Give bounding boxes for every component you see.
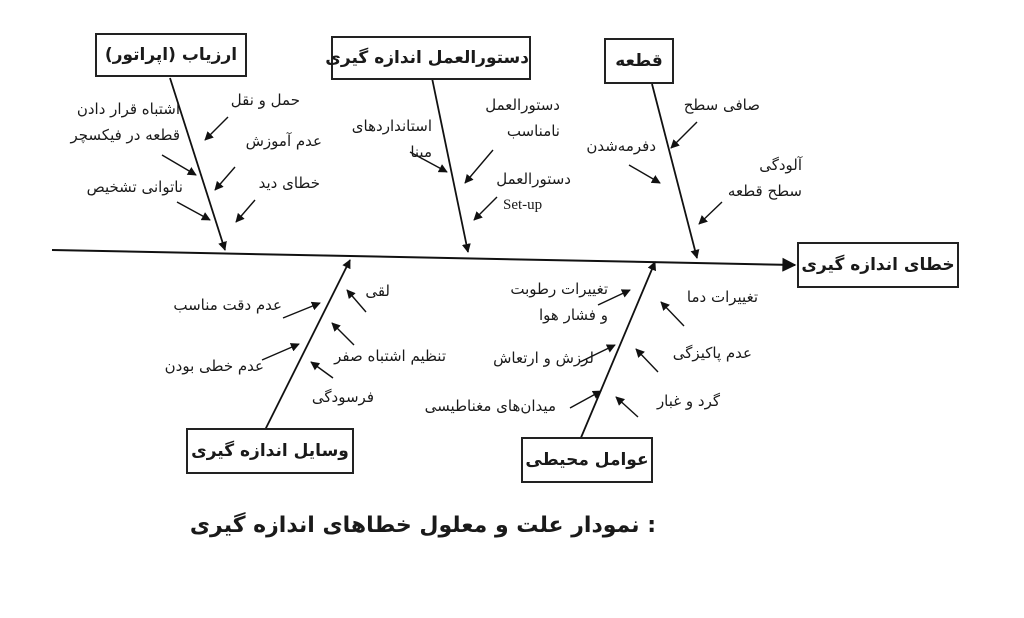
arrow-nonlinearity bbox=[261, 343, 300, 361]
bone-operator bbox=[169, 77, 227, 251]
cause-bad-procedure: دستورالعمل نامناسب bbox=[485, 96, 560, 140]
arrow-fixture bbox=[161, 154, 197, 176]
arrow-magnetic bbox=[569, 390, 602, 409]
arrow-surface bbox=[670, 121, 698, 149]
arrow-wear bbox=[310, 361, 334, 379]
cause-vibration: لرزش و ارتعاش bbox=[493, 349, 594, 367]
arrow-bad-procedure bbox=[464, 149, 494, 184]
bone-part bbox=[651, 83, 700, 259]
category-operator: ارزیاب (اپراتور) bbox=[95, 33, 247, 77]
cause-magnetic: میدان‌های مغناطیسی bbox=[424, 397, 556, 415]
diagram-caption: : نمودار علت و معلول خطاهای اندازه گیری bbox=[189, 513, 656, 538]
cause-play: لقی bbox=[365, 282, 390, 300]
cause-delamination: دفرمه‌شدن bbox=[586, 137, 656, 155]
arrow-handling bbox=[204, 116, 229, 141]
cause-setup-latin: Set-up bbox=[503, 197, 543, 213]
bone-procedure bbox=[431, 77, 471, 253]
cause-nonlinearity: عدم خطی بودن bbox=[164, 357, 264, 375]
cause-no-training: عدم آموزش bbox=[245, 132, 322, 150]
cause-cannot-detect: ناتوانی تشخیص bbox=[86, 178, 183, 196]
cause-reference-std: استانداردهای مبنا bbox=[351, 117, 432, 161]
cause-wear: فرسودگی bbox=[311, 388, 374, 406]
cause-dust: گرد و غبار bbox=[656, 392, 720, 410]
category-procedure: دستورالعمل اندازه گیری bbox=[325, 36, 531, 80]
cause-surface-finish: صافی سطح bbox=[683, 96, 760, 114]
cause-humidity: تغییرات رطوبت و فشار هوا bbox=[510, 280, 608, 324]
arrow-cleanliness bbox=[635, 348, 659, 373]
arrow-play bbox=[346, 289, 367, 313]
cause-temperature: تغییرات دما bbox=[686, 288, 758, 306]
cause-zero-error: تنظیم اشتباه صفر bbox=[334, 347, 446, 365]
arrow-contamination bbox=[698, 201, 723, 225]
spine-line bbox=[51, 249, 797, 272]
arrow-temperature bbox=[660, 301, 685, 327]
arrow-setup bbox=[473, 196, 498, 221]
category-environment: عوامل محیطی bbox=[521, 437, 653, 483]
cause-accuracy: عدم دقت مناسب bbox=[173, 296, 282, 314]
cause-vision-error: خطای دید bbox=[258, 174, 320, 192]
arrow-training bbox=[214, 166, 236, 191]
cause-handling: حمل و نقل bbox=[230, 91, 300, 109]
arrow-accuracy bbox=[282, 301, 321, 319]
category-instruments: وسایل اندازه گیری bbox=[186, 428, 354, 474]
effect-box: خطای اندازه گیری bbox=[797, 242, 959, 288]
arrow-zero bbox=[331, 322, 355, 346]
arrow-dust bbox=[615, 396, 639, 418]
category-part: قطعه bbox=[604, 38, 674, 84]
arrow-reference bbox=[409, 151, 448, 173]
arrow-delamination bbox=[628, 164, 661, 184]
arrow-vibration bbox=[579, 344, 616, 363]
arrow-humidity bbox=[597, 289, 631, 306]
bone-instruments bbox=[264, 259, 351, 431]
cause-setup-procedure: دستورالعمل bbox=[496, 170, 571, 188]
cause-fixture-error: اشتباه قرار دادن قطعه در فیکسچر bbox=[70, 100, 180, 144]
cause-contamination: آلودگی سطح قطعه bbox=[727, 156, 802, 200]
arrow-detect bbox=[176, 201, 211, 221]
cause-cleanliness: عدم پاکیزگی bbox=[672, 344, 752, 362]
bone-environment bbox=[579, 261, 657, 441]
arrow-vision bbox=[235, 199, 256, 223]
